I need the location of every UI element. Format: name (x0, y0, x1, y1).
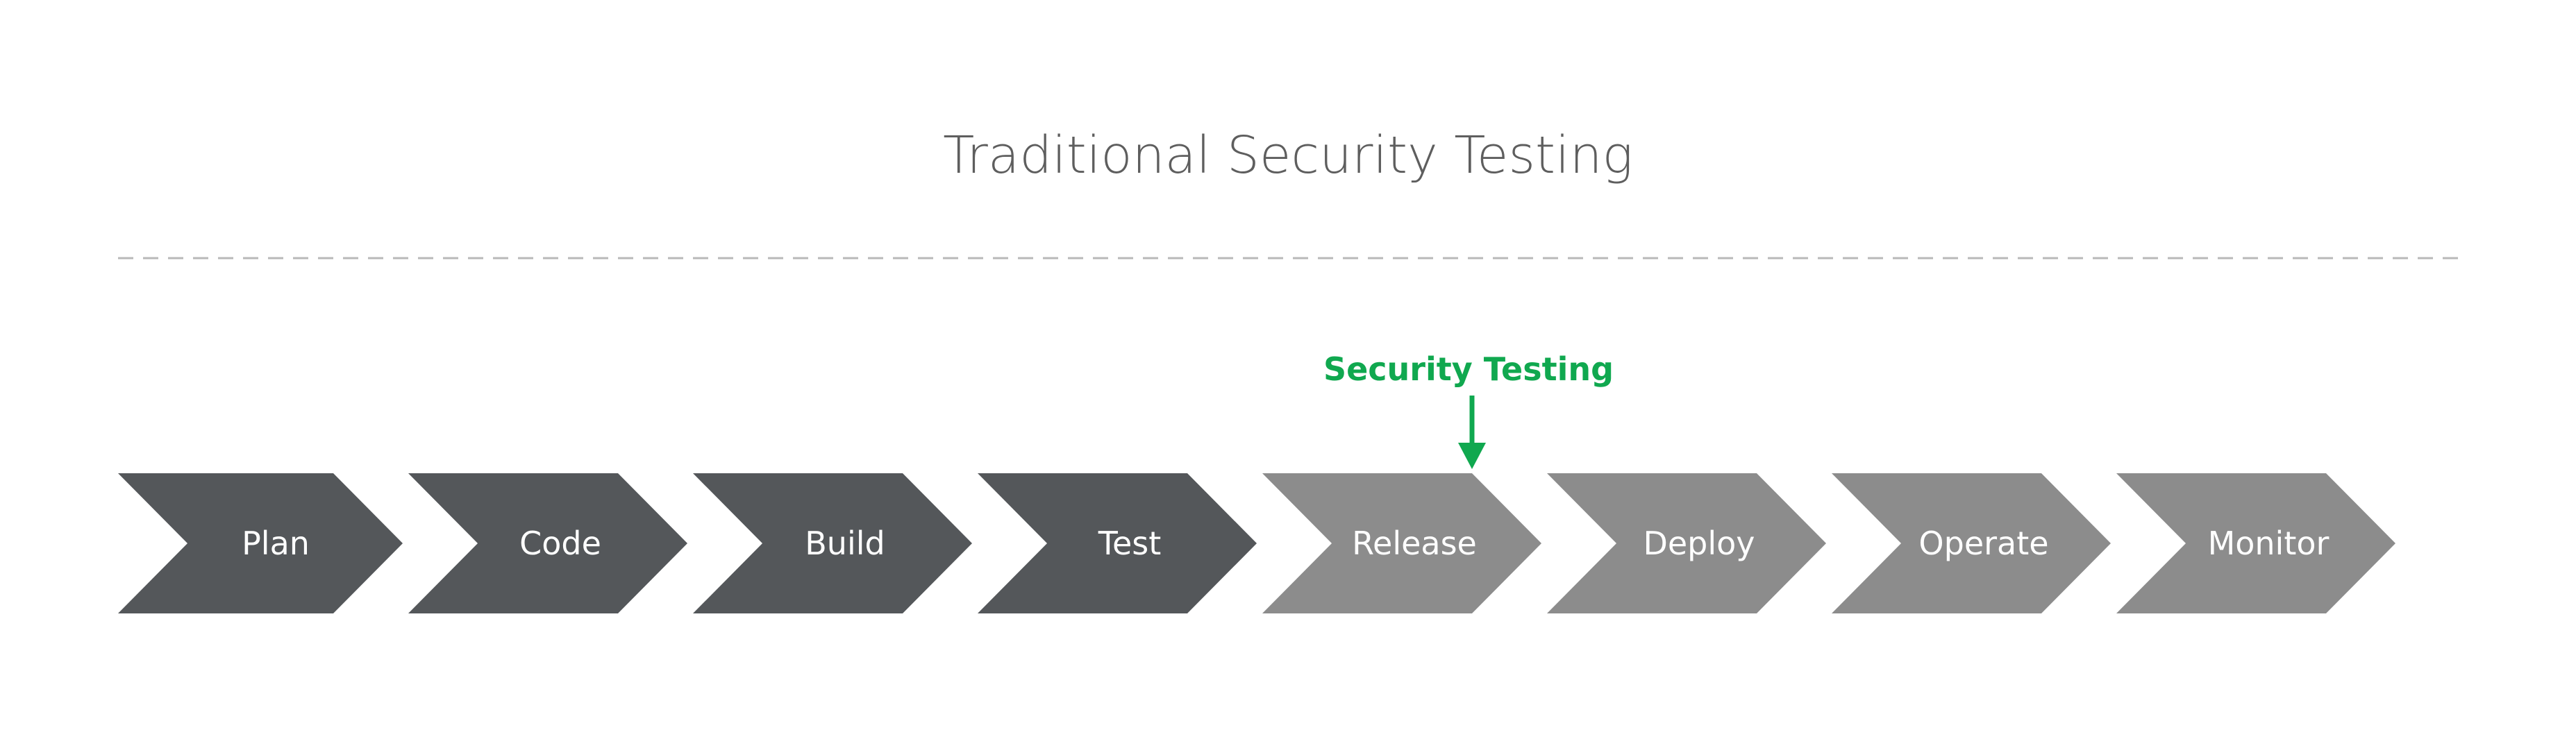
stage-operate-chevron (1832, 473, 2111, 613)
marker-arrow-head (1458, 443, 1486, 469)
stage-operate-label: Operate (1918, 525, 2048, 562)
stage-plan-chevron (118, 473, 403, 613)
diagram-title: Traditional Security Testing (943, 126, 1633, 185)
pipeline-stages: Plan Code Build Test Release Deploy Operate Mon… (118, 473, 2395, 613)
stage-plan-label: Plan (242, 525, 310, 562)
stage-test-label: Test (1098, 525, 1162, 562)
stage-release-chevron (1262, 473, 1541, 613)
stage-monitor-label: Monitor (2208, 525, 2330, 562)
stage-test-chevron (978, 473, 1257, 613)
stage-build-chevron (693, 473, 972, 613)
stage-release-label: Release (1352, 525, 1477, 562)
stage-deploy-chevron (1547, 473, 1826, 613)
stage-code-label: Code (519, 525, 601, 562)
security-testing-label: Security Testing (1323, 350, 1614, 388)
stage-monitor-chevron (2116, 473, 2395, 613)
stage-code-chevron (408, 473, 687, 613)
stage-deploy-label: Deploy (1643, 525, 1755, 562)
stage-build-label: Build (805, 525, 885, 562)
security-testing-marker: Security Testing (1323, 350, 1614, 469)
